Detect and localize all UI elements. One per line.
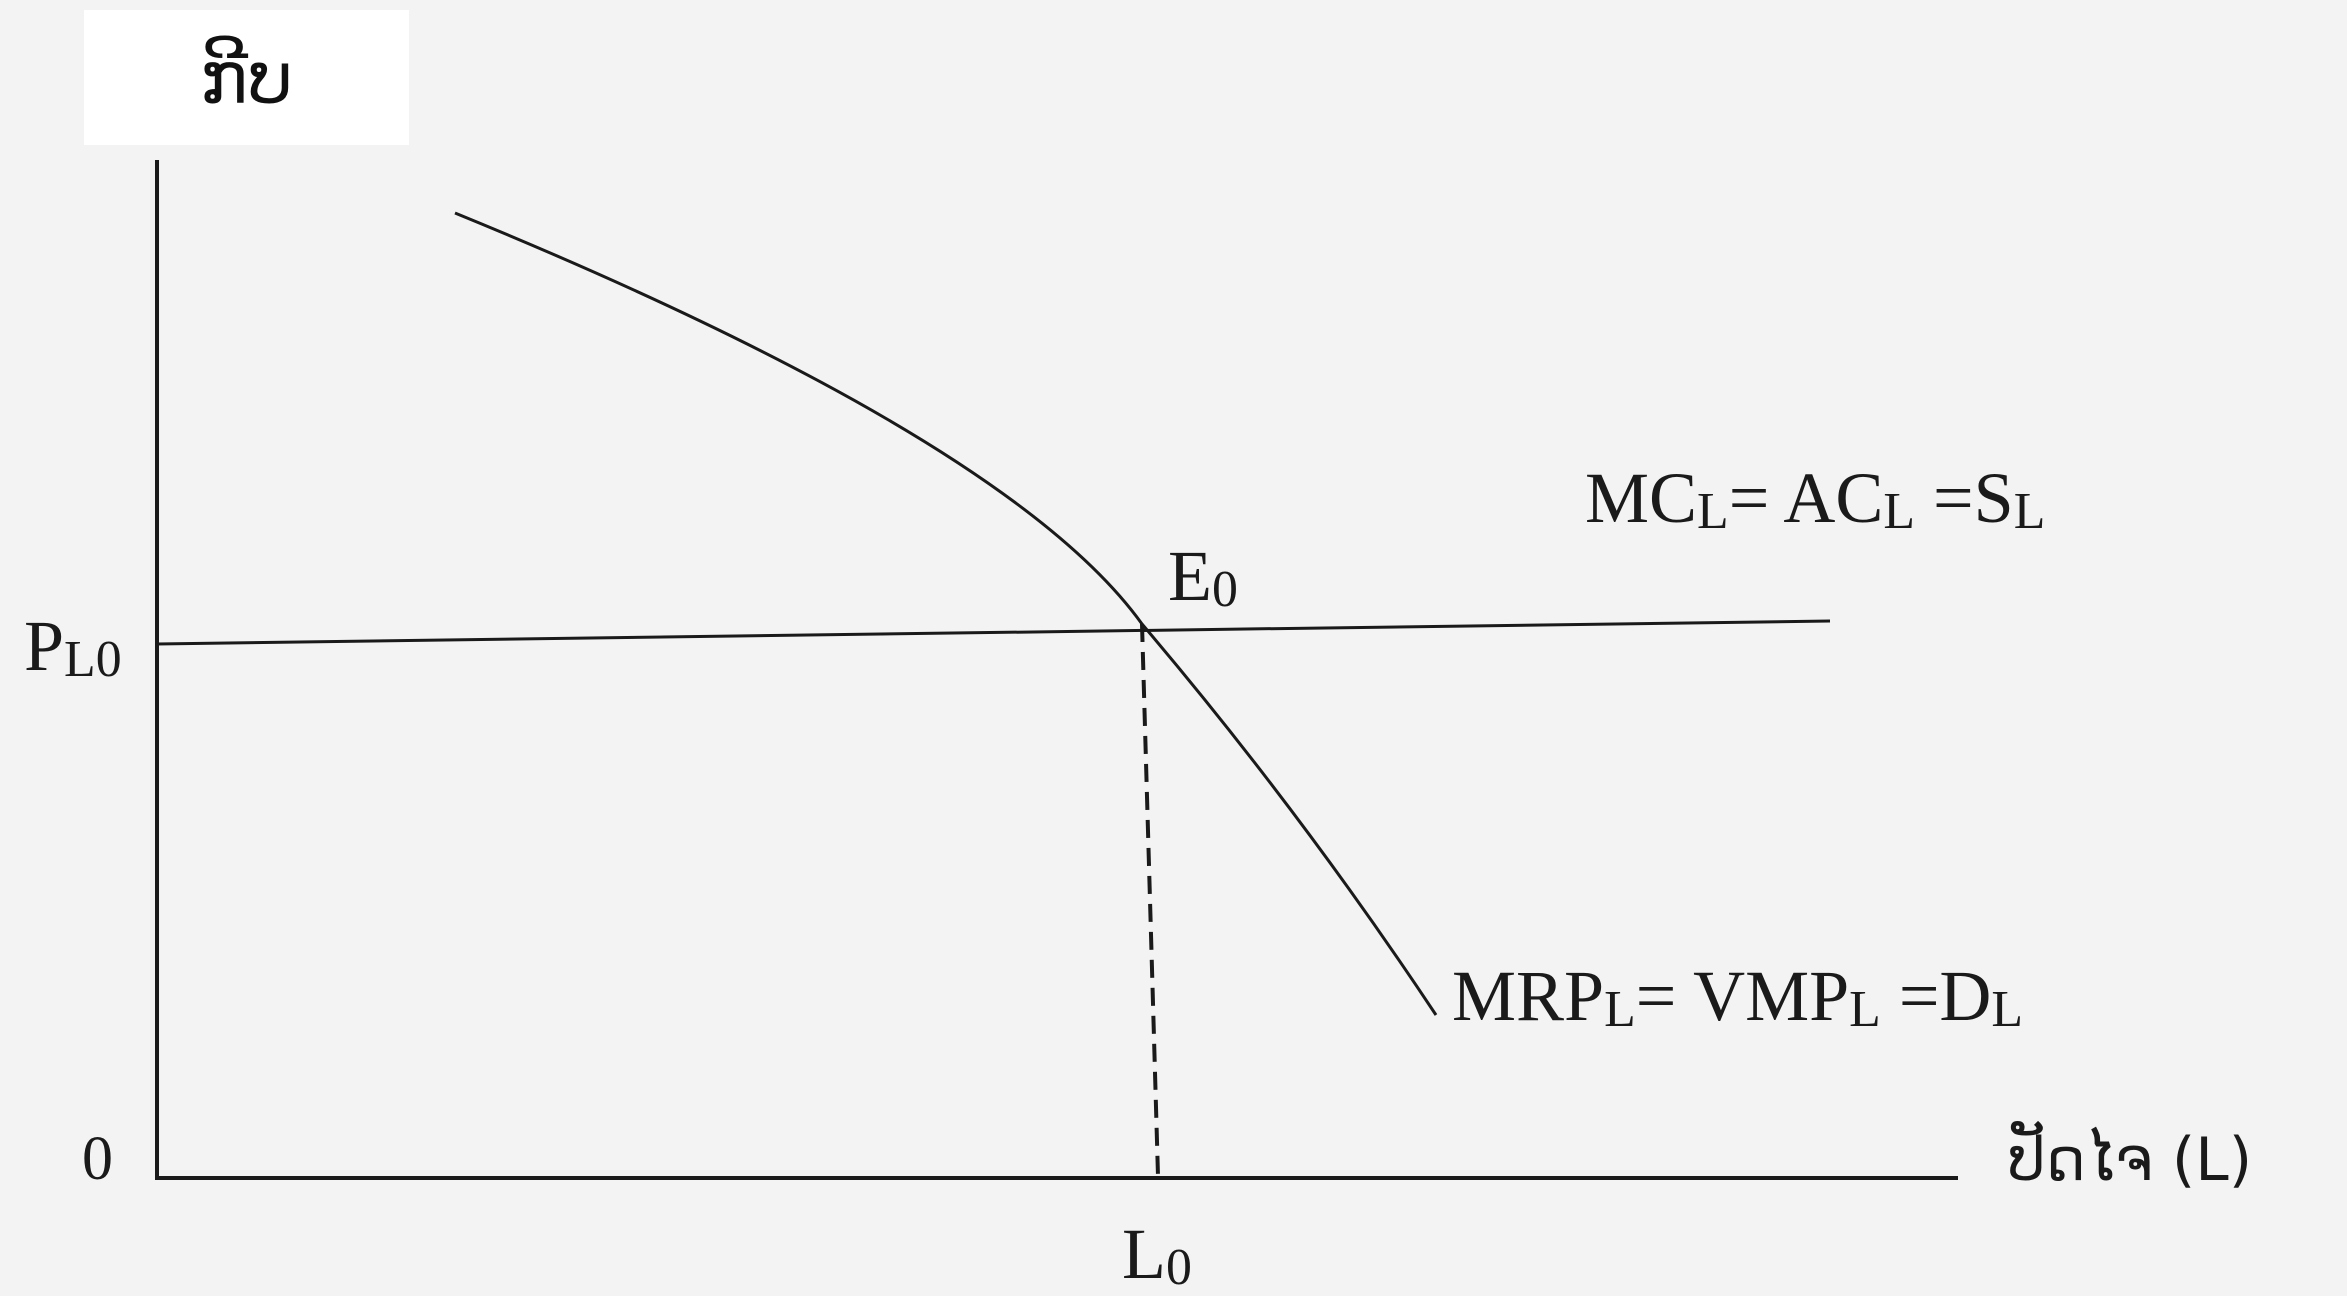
y-axis-label-text: ກີບ bbox=[199, 35, 294, 120]
supply-line bbox=[156, 619, 1831, 646]
x-axis-label: ປັດໄຈ (L) bbox=[2008, 1125, 2253, 1195]
quantity-label-l0: L0 bbox=[1122, 1214, 1192, 1296]
origin-label: 0 bbox=[82, 1125, 113, 1193]
demand-curve bbox=[454, 211, 1438, 1016]
price-label-pl0: PL0 bbox=[24, 606, 122, 689]
y-axis-label: ກີບ bbox=[84, 10, 409, 145]
equilibrium-label-e0: E0 bbox=[1168, 536, 1238, 619]
supply-curve-label: MCL= ACL =SL bbox=[1585, 458, 2046, 541]
equilibrium-dashed-line bbox=[1140, 623, 1160, 1177]
demand-curve-label: MRPL= VMPL =DL bbox=[1452, 956, 2024, 1039]
